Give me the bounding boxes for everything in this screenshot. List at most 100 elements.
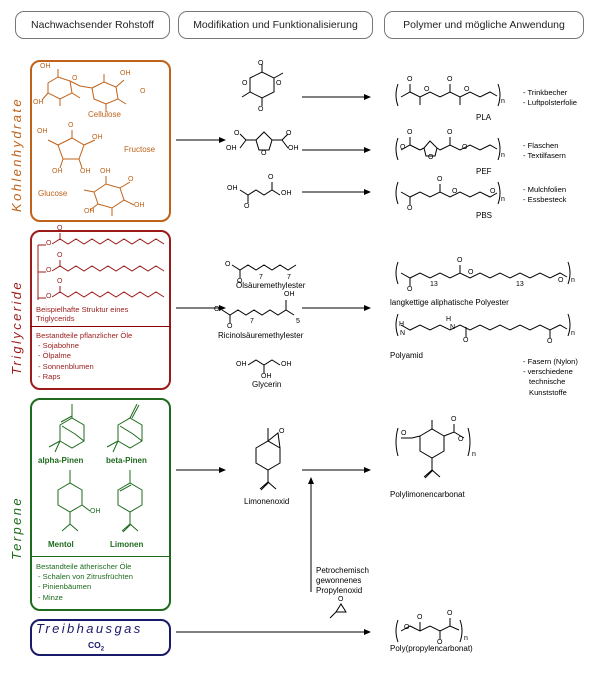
atom-label: O: [428, 154, 434, 161]
list-item: - Raps: [38, 371, 61, 381]
subscript-label: n: [472, 451, 476, 458]
atom-label: O: [214, 306, 220, 313]
atom-label: O: [237, 278, 243, 285]
atom-label: H: [399, 321, 405, 328]
list-item: - verschiedene: [523, 367, 573, 377]
applications-pla: - Trinkbecher - Luftpolsterfolie: [523, 88, 577, 108]
panel-triglycerides: [30, 230, 171, 390]
atom-label: O: [276, 80, 282, 87]
atom-label: O: [286, 130, 292, 137]
atom-label: O: [128, 176, 134, 183]
atom-label: O: [547, 338, 553, 345]
atom-label: O: [227, 323, 233, 330]
co2-label: CO2: [88, 640, 105, 653]
atom-label: H: [446, 316, 452, 323]
label-greenhouse-gas: Treibhausgas: [36, 621, 143, 636]
atom-label: O: [261, 150, 267, 157]
header-polymer-application: Polymer und mögliche Anwendung: [384, 11, 584, 39]
atom-label: OH: [236, 361, 247, 368]
atom-label: O: [451, 416, 457, 423]
subscript-label: 13: [516, 281, 524, 288]
polymer-polyamide: Polyamid: [390, 351, 423, 360]
intermediate-glycerol: Glycerin: [252, 380, 282, 389]
intermediate-limonene-oxide: Limonenoxid: [244, 497, 290, 506]
atom-label: O: [407, 205, 413, 212]
atom-label: OH: [284, 291, 295, 298]
applications-pbs: - Mulchfolien - Essbesteck: [523, 185, 566, 205]
atom-label: OH: [80, 168, 91, 175]
atom-label: O: [279, 428, 285, 435]
subscript-label: n: [571, 330, 575, 337]
atom-label: OH: [281, 361, 292, 368]
subscript-label: 7: [250, 318, 254, 325]
atom-label: O: [457, 257, 463, 264]
subscript-label: n: [464, 635, 468, 642]
atom-label: O: [404, 624, 410, 631]
subscript-label: n: [501, 196, 505, 203]
polymer-pla: PLA: [476, 113, 492, 122]
atom-label: OH: [261, 373, 272, 380]
atom-label: O: [558, 277, 564, 284]
list-item: - Sonnenblumen: [38, 361, 94, 371]
atom-label: OH: [120, 70, 131, 77]
list-item: - Ölpalme: [38, 351, 71, 361]
list-item: - Essbesteck: [523, 195, 567, 205]
list-item: - Fasern (Nylon): [523, 357, 578, 366]
atom-label: OH: [40, 63, 51, 70]
triglyceride-caption-1: Beispielhafte Struktur eines: [36, 305, 129, 314]
atom-label: OH: [227, 185, 238, 192]
list-title: Bestandteile pflanzlicher Öle: [36, 331, 133, 340]
list-item: - Schalen von Zitrusfrüchten: [38, 572, 133, 582]
atom-label: O: [424, 86, 430, 93]
intermediate-ricinoleate: Ricinolsäuremethylester: [218, 331, 304, 340]
propylene-oxide-line-3: Propylenoxid: [316, 586, 363, 595]
compound-cellulose: Cellulose: [88, 110, 121, 119]
atom-label: N: [450, 324, 456, 331]
subscript-label: n: [571, 277, 575, 284]
subscript-label: n: [501, 152, 505, 159]
atom-label: O: [338, 596, 344, 603]
compound-menthol: Mentol: [48, 540, 74, 549]
atom-label: OH: [100, 168, 111, 175]
atom-label: OH: [90, 508, 101, 515]
atom-label: O: [407, 286, 413, 293]
header-renewable-resource: Nachwachsender Rohstoff: [15, 11, 170, 39]
triglyceride-caption-2: Triglycerids: [36, 314, 75, 323]
atom-label: OH: [33, 99, 44, 106]
compound-beta-pinene: beta-Pinen: [106, 456, 147, 465]
subscript-label: n: [501, 98, 505, 105]
atom-label: O: [407, 76, 413, 83]
list-item: - Sojabohne: [38, 341, 79, 351]
atom-label: O: [244, 203, 250, 210]
intermediate-oleate: Ölsäuremethylester: [236, 281, 306, 290]
applications-fatty: - Fasern (Nylon) - verschiedene technisc…: [523, 357, 578, 398]
list-item: - Luftpolsterfolie: [523, 98, 578, 108]
header-modification: Modifikation und Funktionalisierung: [178, 11, 373, 39]
list-item: - Minze: [38, 592, 63, 602]
atom-label: O: [468, 269, 474, 276]
subscript-label: 7: [259, 274, 263, 281]
atom-label: O: [417, 614, 423, 621]
triglyceride-divider: [30, 326, 171, 327]
subscript-label: 5: [296, 318, 300, 325]
atom-label: OH: [134, 202, 145, 209]
polymer-ppc: Poly(propylencarbonat): [390, 644, 473, 653]
atom-label: OH: [281, 190, 292, 197]
atom-label: O: [234, 130, 240, 137]
atom-label: O: [407, 129, 413, 136]
intermediate-propylene-oxide: Petrochemisch gewonnenes Propylenoxid: [316, 566, 369, 596]
propylene-oxide-line-1: Petrochemisch: [316, 566, 369, 575]
subscript-label: 13: [430, 281, 438, 288]
propylene-oxide-line-2: gewonnenes: [316, 576, 362, 585]
polymer-pef: PEF: [476, 167, 492, 176]
panel-terpenes: [30, 398, 171, 611]
atom-label: O: [447, 129, 453, 136]
list-item: - Textilfasern: [523, 151, 566, 161]
atom-label: O: [447, 76, 453, 83]
atom-label: O: [242, 80, 248, 87]
atom-label: O: [458, 436, 464, 443]
panel-greenhouse-gas: [30, 619, 171, 656]
list-item: Kunststoffe: [529, 387, 567, 397]
